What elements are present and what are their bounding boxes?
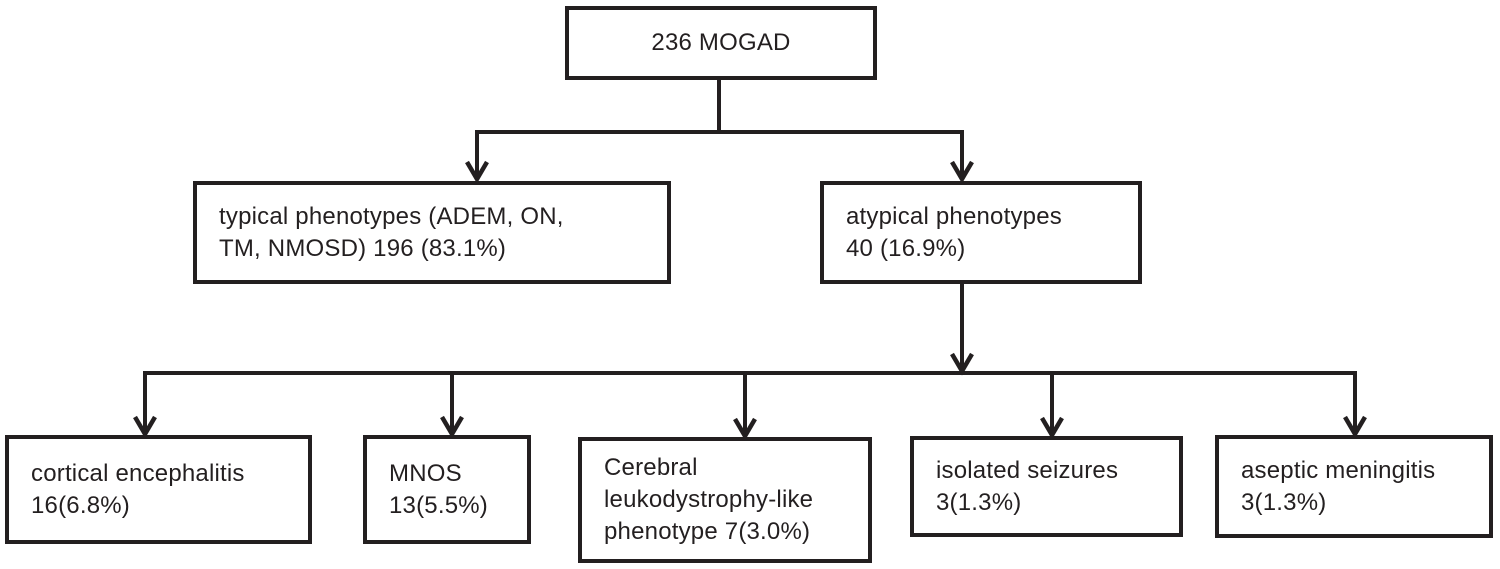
- edge-level1-elbow: [475, 130, 964, 178]
- arrowhead-cortical: [133, 415, 157, 439]
- node-cortical-encephalitis: cortical encephalitis 16(6.8%): [5, 435, 312, 544]
- node-typical-phenotypes-label: typical phenotypes (ADEM, ON, TM, NMOSD)…: [219, 202, 564, 262]
- node-mnos: MNOS 13(5.5%): [363, 435, 531, 544]
- node-aseptic-meningitis: aseptic meningitis 3(1.3%): [1215, 435, 1493, 538]
- node-isolated-seizures-label: isolated seizures 3(1.3%): [936, 456, 1119, 516]
- arrowhead-isolated: [1040, 416, 1064, 440]
- arrowhead-aseptic: [1343, 415, 1367, 439]
- node-mnos-label: MNOS 13(5.5%): [389, 459, 488, 519]
- node-atypical-phenotypes-label: atypical phenotypes 40 (16.9%): [846, 202, 1062, 262]
- arrowhead-mnos: [440, 415, 464, 439]
- arrowhead-typical: [465, 160, 489, 184]
- arrowhead-cerebral: [733, 417, 757, 441]
- node-aseptic-meningitis-label: aseptic meningitis 3(1.3%): [1241, 456, 1436, 516]
- node-cerebral-leukodystrophy-label: Cerebral leukodystrophy-like phenotype 7…: [604, 454, 814, 545]
- node-cortical-encephalitis-label: cortical encephalitis 16(6.8%): [31, 459, 245, 519]
- node-typical-phenotypes: typical phenotypes (ADEM, ON, TM, NMOSD)…: [193, 181, 671, 284]
- node-isolated-seizures: isolated seizures 3(1.3%): [910, 436, 1183, 537]
- edge-level2-elbow: [143, 371, 1357, 432]
- node-cerebral-leukodystrophy: Cerebral leukodystrophy-like phenotype 7…: [578, 437, 872, 563]
- arrowhead-atypical: [950, 160, 974, 184]
- node-mogad-total-label: 236 MOGAD: [651, 29, 791, 57]
- node-atypical-phenotypes: atypical phenotypes 40 (16.9%): [820, 181, 1142, 284]
- node-mogad-total: 236 MOGAD: [565, 6, 877, 80]
